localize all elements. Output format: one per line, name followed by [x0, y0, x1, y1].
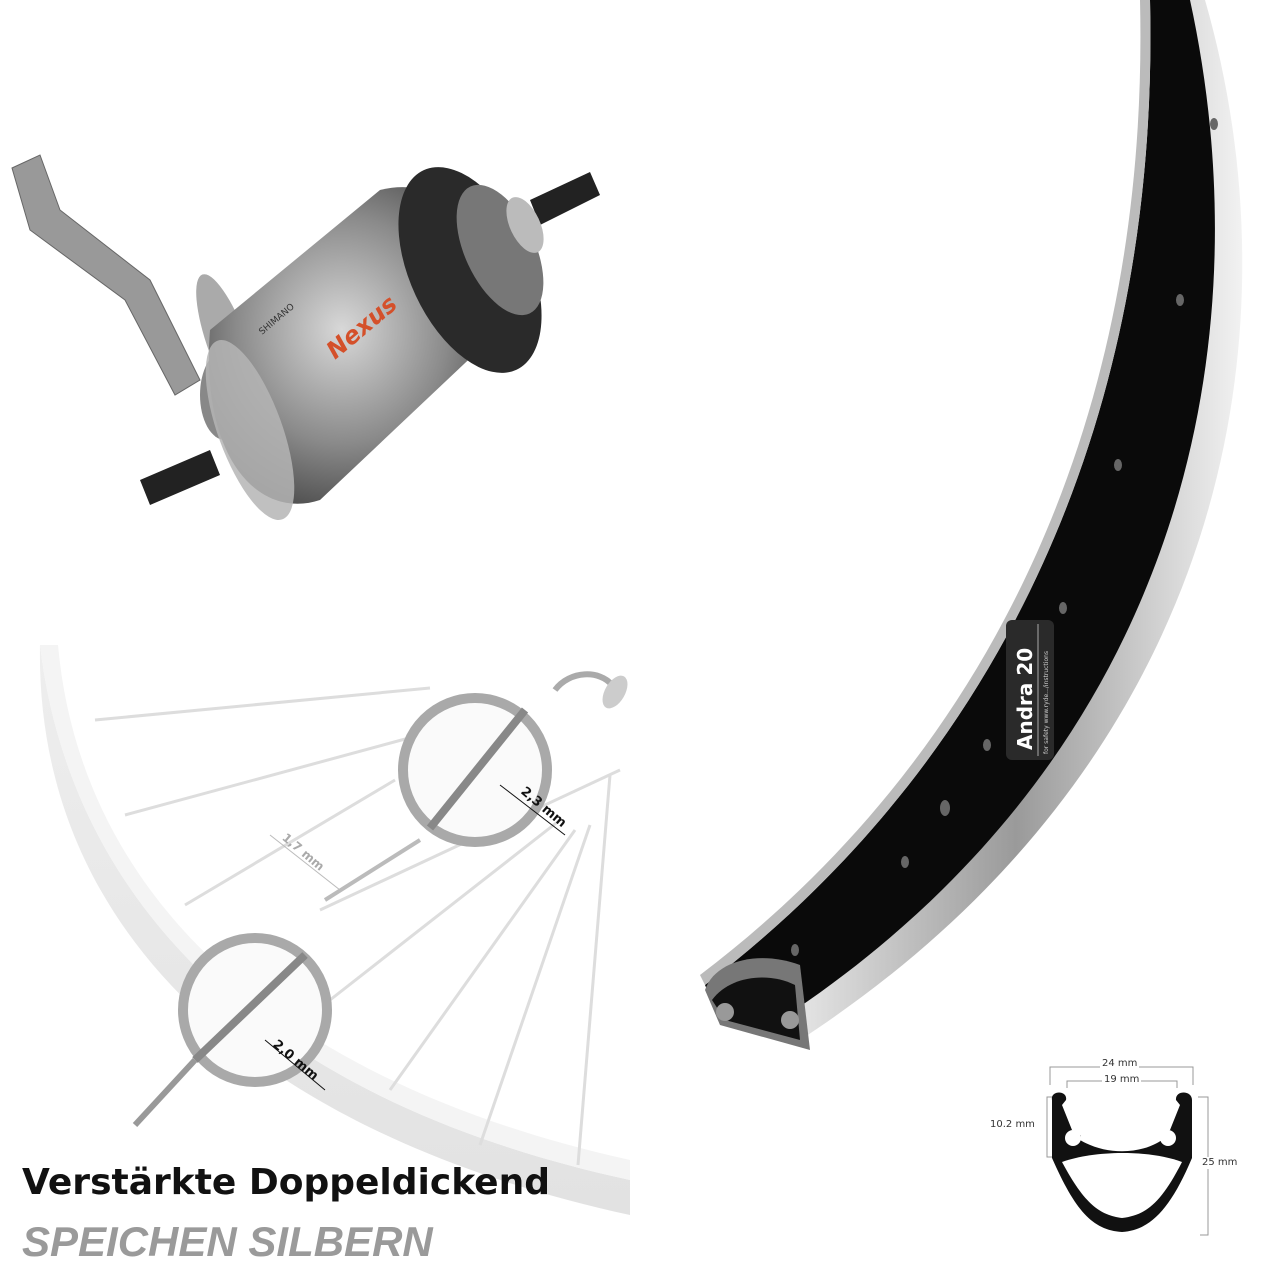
rim-safety-text: for safety www.ryde.../instructions [1043, 651, 1050, 754]
profile-side-height: 10.2 mm [990, 1119, 1035, 1130]
profile-inner-width: 19 mm [1102, 1074, 1142, 1086]
profile-total-height: 25 mm [1200, 1157, 1240, 1169]
rim-label: Andra 20 [1013, 648, 1037, 750]
subline: SPEICHEN SILBERN [22, 1218, 433, 1265]
profile-outer-width: 24 mm [1100, 1058, 1140, 1070]
headline: Verstärkte Doppeldickend [22, 1162, 550, 1203]
